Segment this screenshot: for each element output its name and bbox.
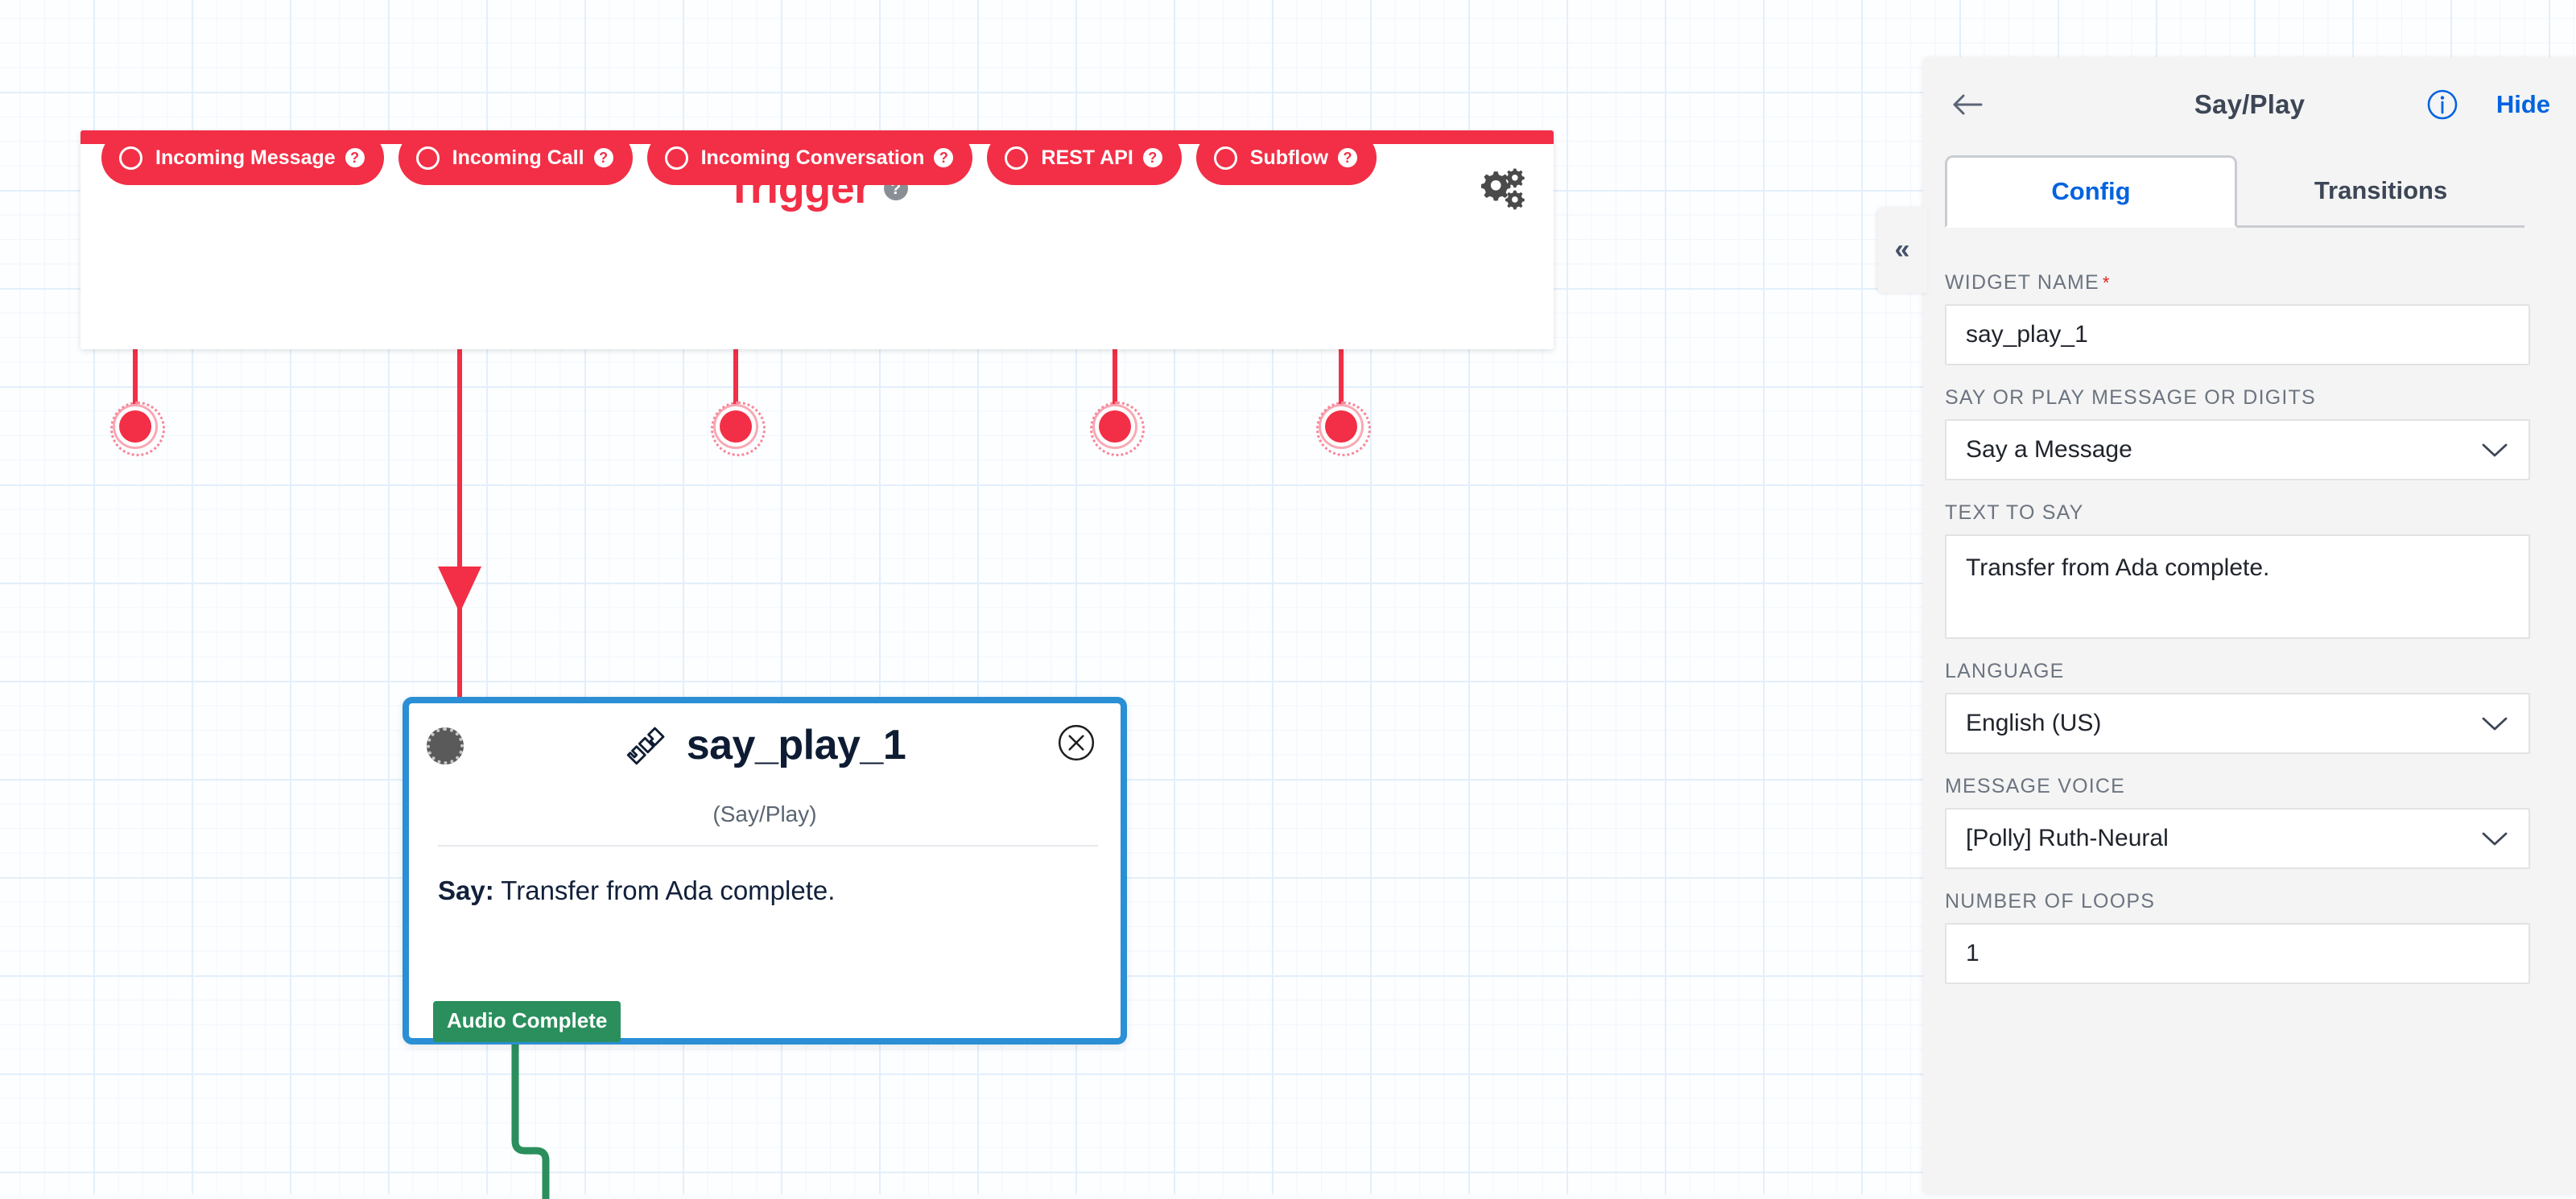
connector-endpoint-incoming-message[interactable] xyxy=(110,402,165,456)
text-to-say-textarea[interactable]: Transfer from Ada complete. xyxy=(1945,534,2530,639)
field-number-of-loops: NUMBER OF LOOPS 1 xyxy=(1945,890,2530,984)
field-label: LANGUAGE xyxy=(1945,660,2065,682)
node-divider xyxy=(438,845,1098,847)
chevron-down-icon xyxy=(2482,832,2508,846)
connector-line-incoming-message xyxy=(133,302,138,422)
help-circle-icon[interactable]: ? xyxy=(345,148,365,167)
connector-endpoint-incoming-conversation[interactable] xyxy=(711,402,766,456)
widget-node-say-play[interactable]: say_play_1 (Say/Play) Say: Transfer from… xyxy=(402,697,1127,1044)
info-circle-icon[interactable] xyxy=(2426,89,2458,121)
trigger-pill-rest-api[interactable]: REST API ? xyxy=(987,130,1182,185)
trigger-pill-label: Incoming Conversation xyxy=(700,146,925,169)
trigger-pill-incoming-message[interactable]: Incoming Message ? xyxy=(101,130,384,185)
trigger-pill-incoming-conversation[interactable]: Incoming Conversation ? xyxy=(646,130,973,185)
node-title: say_play_1 xyxy=(686,722,906,768)
pill-connector-dot-icon xyxy=(1213,146,1237,170)
message-voice-select[interactable]: [Polly] Ruth-Neural xyxy=(1945,808,2530,869)
connector-line-rest-api xyxy=(1113,302,1117,422)
field-language: LANGUAGE English (US) xyxy=(1945,660,2530,754)
field-label: WIDGET NAME* xyxy=(1945,271,2530,295)
gears-icon[interactable] xyxy=(1478,164,1525,211)
tab-transitions[interactable]: Transitions xyxy=(2314,175,2448,204)
field-label: SAY OR PLAY MESSAGE OR DIGITS xyxy=(1945,386,2316,409)
panel-header: Say/Play Hide xyxy=(1923,57,2576,152)
trigger-pill-label: Subflow xyxy=(1249,146,1328,169)
pill-connector-dot-icon xyxy=(119,146,142,170)
widget-name-input[interactable]: say_play_1 xyxy=(1945,304,2530,365)
pill-connector-dot-icon xyxy=(664,146,688,170)
trigger-pill-label: REST API xyxy=(1041,146,1133,169)
field-label: MESSAGE VOICE xyxy=(1945,775,2125,797)
trigger-pill-label: Incoming Message xyxy=(155,146,336,169)
node-header: say_play_1 xyxy=(409,721,1121,769)
field-text-to-say: TEXT TO SAY Transfer from Ada complete. xyxy=(1945,501,2530,639)
say-or-play-select[interactable]: Say a Message xyxy=(1945,419,2530,480)
field-say-or-play: SAY OR PLAY MESSAGE OR DIGITS Say a Mess… xyxy=(1945,386,2530,480)
connector-arrowhead-icon xyxy=(438,567,481,613)
help-circle-icon[interactable]: ? xyxy=(1337,148,1357,167)
config-form: WIDGET NAME* say_play_1 SAY OR PLAY MESS… xyxy=(1945,250,2554,984)
pill-connector-dot-icon xyxy=(415,146,440,170)
required-asterisk-icon: * xyxy=(2102,273,2111,293)
field-widget-name: WIDGET NAME* say_play_1 xyxy=(1945,271,2530,365)
help-circle-icon[interactable]: ? xyxy=(1142,148,1162,167)
field-label: NUMBER OF LOOPS xyxy=(1945,890,2156,913)
trigger-pill-subflow[interactable]: Subflow ? xyxy=(1195,130,1377,185)
help-circle-icon[interactable]: ? xyxy=(593,148,613,167)
number-of-loops-input[interactable]: 1 xyxy=(1945,923,2530,984)
node-body-prefix: Say: xyxy=(438,876,494,905)
chevron-down-icon xyxy=(2482,443,2508,457)
say-or-play-select-value: Say a Message xyxy=(1966,436,2132,463)
node-subtitle: (Say/Play) xyxy=(712,801,817,826)
chevron-down-icon xyxy=(2482,717,2508,731)
panel-title: Say/Play xyxy=(2194,89,2306,119)
widget-config-panel: « Say/Play Hide Config Transitions WIDGE… xyxy=(1877,57,2576,1194)
language-select-value: English (US) xyxy=(1966,710,2102,736)
language-select[interactable]: English (US) xyxy=(1945,693,2530,754)
field-label-text: WIDGET NAME xyxy=(1945,271,2099,294)
tab-config[interactable]: Config xyxy=(1945,155,2237,228)
panel-hide-button[interactable]: Hide xyxy=(2496,90,2550,118)
trigger-widget[interactable]: Trigger ? Incoming Message ? Incoming Ca… xyxy=(80,130,1554,349)
panel-collapse-button[interactable]: « xyxy=(1877,207,1927,293)
connector-line-incoming-conversation xyxy=(733,302,738,422)
node-body-text: Transfer from Ada complete. xyxy=(493,876,836,905)
connector-endpoint-subflow[interactable] xyxy=(1316,402,1371,456)
panel-tab-bar: Config Transitions xyxy=(1945,155,2524,228)
message-voice-select-value: [Polly] Ruth-Neural xyxy=(1966,825,2169,851)
node-body: Say: Transfer from Ada complete. xyxy=(438,874,1098,909)
trigger-pill-list: Incoming Message ? Incoming Call ? Incom… xyxy=(101,130,1377,185)
connector-line-subflow xyxy=(1339,302,1344,422)
close-circle-icon[interactable] xyxy=(1056,723,1096,763)
connector-line-incoming-call xyxy=(457,302,462,700)
field-message-voice: MESSAGE VOICE [Polly] Ruth-Neural xyxy=(1945,775,2530,869)
phone-handset-icon xyxy=(626,727,665,765)
arrow-left-icon[interactable] xyxy=(1949,90,1984,119)
trigger-pill-incoming-call[interactable]: Incoming Call ? xyxy=(398,130,633,185)
node-input-connector[interactable] xyxy=(427,727,464,764)
connector-endpoint-rest-api[interactable] xyxy=(1090,402,1145,456)
trigger-pill-label: Incoming Call xyxy=(452,146,584,169)
connector-line-audio-complete xyxy=(511,1038,550,1199)
node-transition-tag-audio-complete[interactable]: Audio Complete xyxy=(433,1001,621,1042)
pill-connector-dot-icon xyxy=(1005,146,1029,170)
field-label: TEXT TO SAY xyxy=(1945,501,2084,524)
help-circle-icon[interactable]: ? xyxy=(934,148,954,167)
